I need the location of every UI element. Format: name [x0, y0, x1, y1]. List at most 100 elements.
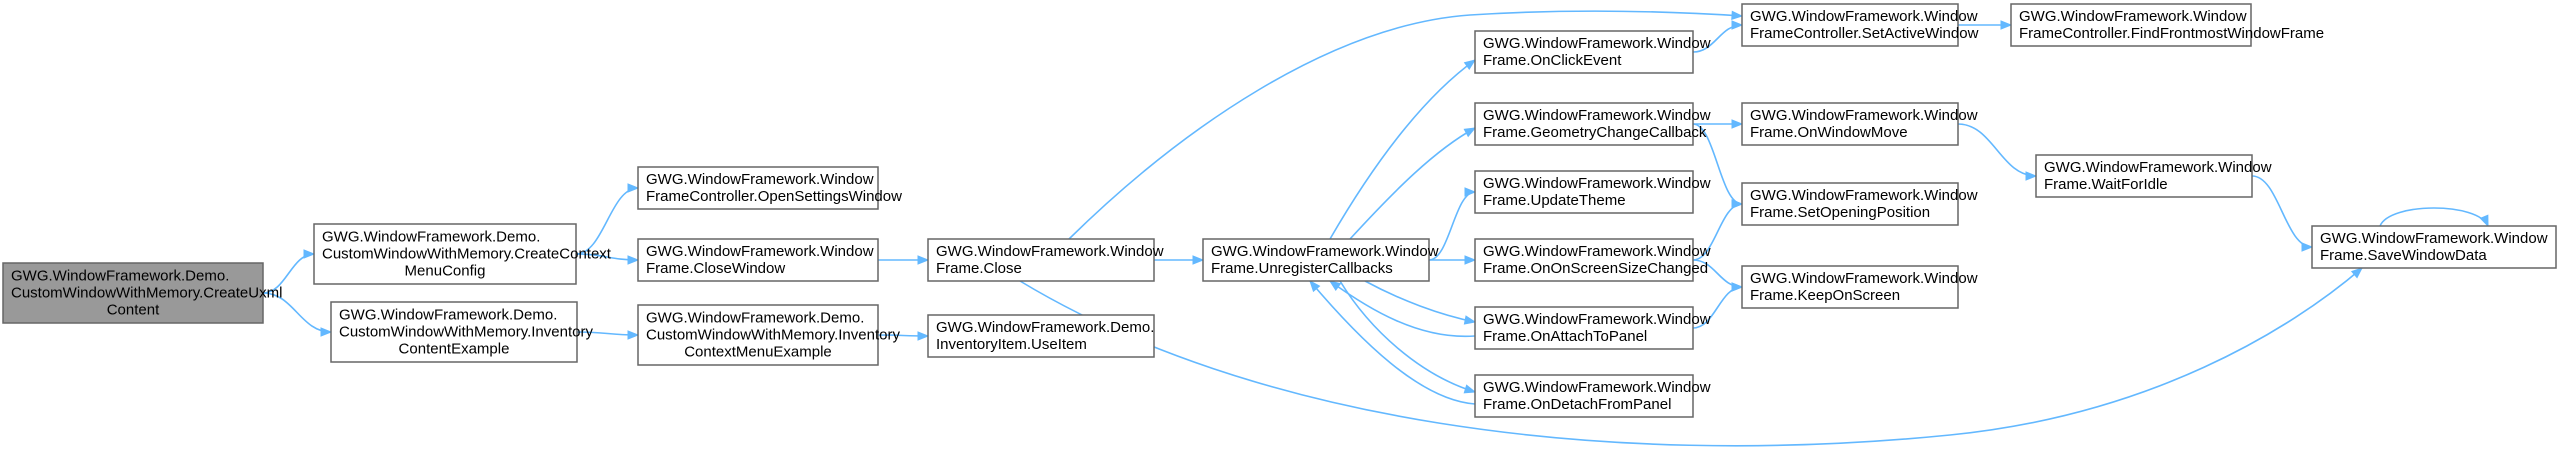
node-detach[interactable]: GWG.WindowFramework.WindowFrame.OnDetach…	[1474, 374, 1711, 418]
node-label-line: GWG.WindowFramework.Window	[2019, 8, 2247, 25]
node-inv-ex[interactable]: GWG.WindowFramework.Demo.CustomWindowWit…	[330, 301, 593, 363]
node-on-move[interactable]: GWG.WindowFramework.WindowFrame.OnWindow…	[1741, 102, 1978, 146]
node-label-line: MenuConfig	[405, 263, 486, 280]
node-set-active[interactable]: GWG.WindowFramework.WindowFrameControlle…	[1741, 3, 1979, 47]
edge-close-to-unreg	[1154, 255, 1205, 265]
node-attach[interactable]: GWG.WindowFramework.WindowFrame.OnAttach…	[1474, 306, 1711, 350]
node-box	[927, 314, 1155, 358]
edge-unreg-to-attach	[1364, 280, 1477, 325]
edge-ctx_cfg-to-open_settings	[575, 183, 640, 255]
node-label-line: CustomWindowWithMemory.CreateContext	[322, 246, 612, 263]
node-root[interactable]: GWG.WindowFramework.Demo.CustomWindowWit…	[2, 262, 282, 324]
edge-root-to-inv_ex	[262, 292, 333, 337]
node-save[interactable]: GWG.WindowFramework.WindowFrame.SaveWind…	[2311, 225, 2557, 269]
node-box	[1474, 238, 1694, 282]
edge-line	[1364, 280, 1476, 323]
node-box	[1741, 182, 1959, 226]
edge-unreg-to-on_screen	[1429, 255, 1477, 265]
edge-arrowhead	[1192, 255, 1205, 265]
node-box	[637, 304, 879, 366]
node-box	[927, 238, 1155, 282]
call-graph-nodes: GWG.WindowFramework.Demo.CustomWindowWit…	[2, 3, 2557, 418]
edge-arrowhead	[2301, 242, 2314, 252]
edge-unreg-to-geom	[1349, 127, 1477, 240]
node-label-line: Frame.OnAttachToPanel	[1483, 328, 1647, 345]
edge-line	[1349, 127, 1476, 240]
edge-arrowhead	[2479, 214, 2489, 228]
node-update-theme[interactable]: GWG.WindowFramework.WindowFrame.UpdateTh…	[1474, 170, 1711, 214]
node-box	[330, 301, 578, 363]
node-label-line: CustomWindowWithMemory.Inventory	[646, 327, 900, 344]
edge-close-to-save	[1019, 267, 2364, 447]
node-set-opening[interactable]: GWG.WindowFramework.WindowFrame.SetOpeni…	[1741, 182, 1978, 226]
node-close-window[interactable]: GWG.WindowFramework.WindowFrame.CloseWin…	[637, 238, 879, 282]
edge-arrowhead	[1731, 282, 1744, 292]
node-on-screen[interactable]: GWG.WindowFramework.WindowFrame.OnOnScre…	[1474, 238, 1711, 282]
node-box	[1202, 238, 1430, 282]
node-keep-on[interactable]: GWG.WindowFramework.WindowFrame.KeepOnSc…	[1741, 265, 1978, 309]
edge-close-to-set_active	[1068, 10, 1744, 240]
node-label-line: CustomWindowWithMemory.CreateUxml	[11, 285, 282, 302]
node-label-line: GWG.WindowFramework.Window	[646, 171, 874, 188]
node-label-line: GWG.WindowFramework.Demo.	[339, 307, 557, 324]
node-box	[637, 166, 879, 210]
edge-geom-to-on_move	[1693, 119, 1744, 129]
edge-arrowhead	[2000, 20, 2013, 30]
edge-inv_ex-to-inv_ctx	[576, 330, 640, 340]
node-open-settings[interactable]: GWG.WindowFramework.WindowFrameControlle…	[637, 166, 902, 210]
edge-line	[1068, 10, 1743, 240]
node-label-line: CustomWindowWithMemory.Inventory	[339, 324, 593, 341]
node-label-line: GWG.WindowFramework.Demo.	[322, 229, 540, 246]
node-on-click[interactable]: GWG.WindowFramework.WindowFrame.OnClickE…	[1474, 30, 1711, 74]
node-label-line: ContextMenuExample	[684, 344, 832, 361]
edge-close_window-to-close	[878, 255, 930, 265]
edge-arrowhead	[2350, 267, 2364, 279]
edge-arrowhead	[320, 327, 333, 337]
node-label-line: GWG.WindowFramework.Window	[1483, 35, 1711, 52]
edge-arrowhead	[1731, 20, 1744, 30]
edge-unreg-to-on_click	[1329, 59, 1477, 240]
edge-line	[1957, 123, 2037, 177]
node-inv-ctx[interactable]: GWG.WindowFramework.Demo.CustomWindowWit…	[637, 304, 900, 366]
node-label-line: Frame.GeometryChangeCallback	[1483, 124, 1707, 141]
node-close[interactable]: GWG.WindowFramework.WindowFrame.Close	[927, 238, 1164, 282]
node-label-line: ContentExample	[399, 341, 510, 358]
node-label-line: GWG.WindowFramework.Window	[1483, 311, 1711, 328]
edge-line	[2379, 207, 2489, 227]
node-box	[1474, 374, 1694, 418]
node-find-front[interactable]: GWG.WindowFramework.WindowFrameControlle…	[2010, 3, 2324, 47]
edge-line	[575, 187, 639, 255]
edge-arrowhead	[1731, 119, 1744, 129]
edge-on_screen-to-set_opening	[1692, 199, 1744, 261]
edge-arrowhead	[2025, 171, 2038, 181]
node-box	[1474, 170, 1694, 214]
node-label-line: GWG.WindowFramework.Demo.	[11, 268, 229, 285]
edge-arrowhead	[1463, 59, 1477, 71]
node-unreg[interactable]: GWG.WindowFramework.WindowFrame.Unregist…	[1202, 238, 1439, 282]
node-box	[1741, 3, 1959, 47]
node-box	[637, 238, 879, 282]
node-use-item[interactable]: GWG.WindowFramework.Demo.InventoryItem.U…	[927, 314, 1155, 358]
edge-attach-to-unreg	[1328, 280, 1476, 338]
edge-arrowhead	[1463, 315, 1477, 325]
node-label-line: Frame.OnWindowMove	[1750, 124, 1908, 141]
edge-arrowhead	[1731, 10, 1744, 21]
edge-inv_ctx-to-use_item	[877, 331, 930, 341]
node-label-line: GWG.WindowFramework.Window	[1750, 8, 1978, 25]
node-box	[313, 223, 577, 285]
node-box	[2311, 225, 2557, 269]
edge-wait_idle-to-save	[2251, 175, 2314, 252]
edge-on_click-to-set_active	[1692, 20, 1744, 53]
node-box	[1741, 102, 1959, 146]
edge-arrowhead	[1464, 255, 1477, 265]
node-label-line: FrameController.FindFrontmostWindowFrame	[2019, 25, 2324, 42]
node-label-line: Frame.OnOnScreenSizeChanged	[1483, 260, 1708, 277]
node-wait-idle[interactable]: GWG.WindowFramework.WindowFrame.WaitForI…	[2035, 154, 2272, 198]
node-label-line: GWG.WindowFramework.Window	[1750, 270, 1978, 287]
node-label-line: Frame.WaitForIdle	[2044, 176, 2168, 193]
edge-arrowhead	[1463, 384, 1477, 394]
node-ctx-cfg[interactable]: GWG.WindowFramework.Demo.CustomWindowWit…	[313, 223, 612, 285]
node-label-line: FrameController.SetActiveWindow	[1750, 25, 1979, 42]
node-box	[2010, 3, 2252, 47]
node-geom[interactable]: GWG.WindowFramework.WindowFrame.Geometry…	[1474, 102, 1711, 146]
